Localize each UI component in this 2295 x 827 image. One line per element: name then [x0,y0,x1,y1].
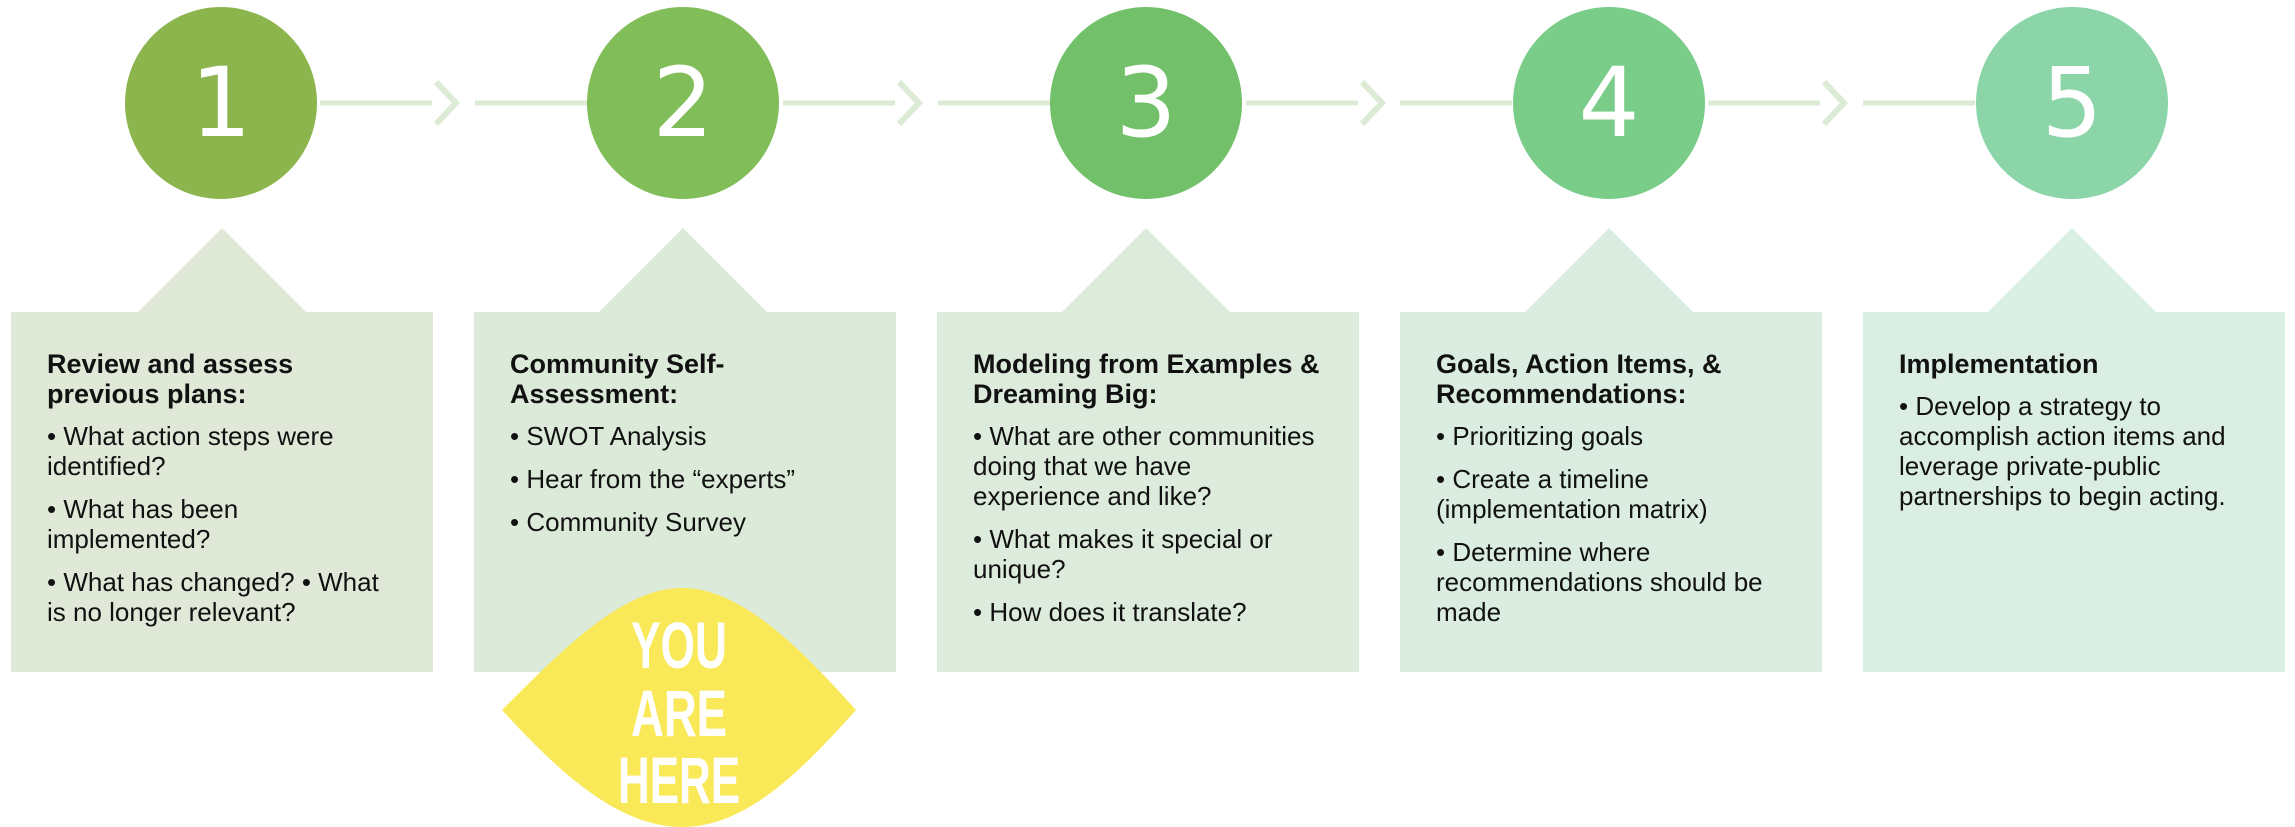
step-1-box: Review and assess previous plans: • What… [11,312,433,672]
step-4-pointer [1525,228,1693,312]
step-5-number: 5 [2041,47,2103,159]
step-1-title: Review and assess previous plans: [47,349,294,409]
step-1-pointer [138,228,306,312]
step-5-circle: 5 [1976,7,2168,199]
step-5-pointer [1988,228,2156,312]
step-5-box: Implementation • Develop a strategy to a… [1863,312,2285,672]
step-2-bullet-2: • Hear from the “experts” [510,464,796,494]
step-5-title: Implementation [1899,349,2099,379]
badge-line-2: ARE [631,676,727,750]
step-3-bullet-1: • What are other communities doing that … [973,421,1315,511]
step-2-number: 2 [652,47,714,159]
step-3-box: Modeling from Examples & Dreaming Big: •… [937,312,1359,672]
step-3-bullet-3: • How does it translate? [973,597,1247,627]
connector-4-5 [1708,79,1848,127]
step-4-title: Goals, Action Items, & Recommendations: [1436,349,1722,409]
step-4-circle: 4 [1513,7,1705,199]
step-3-bullet-2: • What makes it special or unique? [973,524,1273,584]
connector-line-5 [1863,100,1975,106]
step-1-number: 1 [190,47,252,159]
step-2-circle: 2 [587,7,779,199]
step-2-title: Community Self-Assessment: [510,349,725,409]
connector-line-3 [938,100,1050,106]
step-2-bullet-1: • SWOT Analysis [510,421,707,451]
step-2-pointer [599,228,767,312]
step-5-bullet-1: • Develop a strategy to accomplish actio… [1899,391,2226,511]
badge-line-1: YOU [631,608,727,682]
step-3-pointer [1062,228,1230,312]
step-3-circle: 3 [1050,7,1242,199]
connector-1-2 [320,79,460,127]
you-are-here-badge: YOU ARE HERE [502,588,856,827]
step-1-bullet-2: • What has been implemented? [47,494,239,554]
step-1-circle: 1 [125,7,317,199]
step-3-number: 3 [1115,47,1177,159]
step-1-bullet-1: • What action steps were identified? [47,421,334,481]
step-3-title: Modeling from Examples & Dreaming Big: [973,349,1320,409]
badge-line-3: HERE [618,743,740,817]
connector-line-4 [1400,100,1512,106]
connector-line-2 [475,100,587,106]
step-2-bullet-3: • Community Survey [510,507,746,537]
step-4-bullet-2: • Create a timeline (implementation matr… [1436,464,1708,524]
step-4-bullet-1: • Prioritizing goals [1436,421,1644,451]
connector-3-4 [1246,79,1386,127]
step-4-box: Goals, Action Items, & Recommendations: … [1400,312,1822,672]
step-1-bullet-3: • What has changed? • What is no longer … [47,567,379,627]
step-4-bullet-3: • Determine where recommendations should… [1436,537,1763,627]
connector-2-3 [783,79,923,127]
step-4-number: 4 [1578,47,1640,159]
